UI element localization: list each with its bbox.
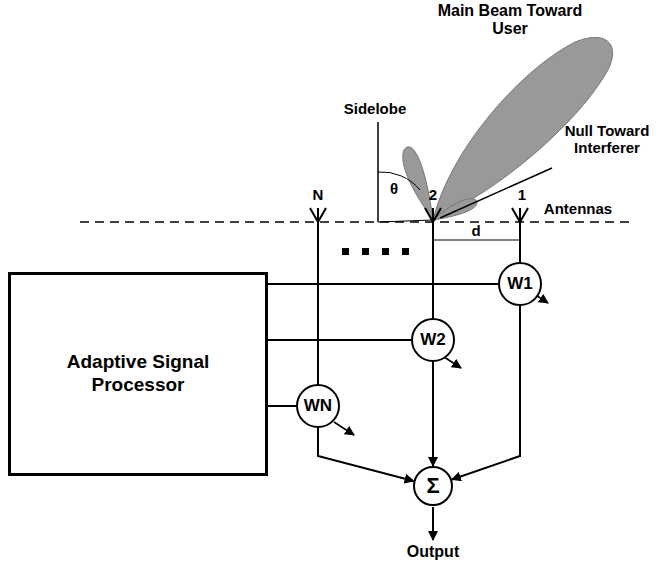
output-arrow [432,507,434,540]
antenna-number: N [308,186,328,203]
beam-label: Main Beam Toward User [425,2,595,39]
processor-box: Adaptive Signal Processor [8,272,268,476]
angle-symbol: θ [386,180,402,197]
node-text: W1 [507,274,533,294]
ellipsis-dots [342,248,409,255]
antennas-label: Antennas [538,200,618,217]
signal-connector [318,428,414,481]
weight-circle: W1 [498,262,542,306]
signal-connector [268,339,411,341]
output-label: Output [393,543,473,561]
node-text: W2 [420,330,446,350]
antenna-number: 1 [512,186,532,203]
node-text: Adaptive Signal Processor [11,351,265,397]
antenna-number: 2 [423,186,443,203]
weight-adjust-arrows [334,290,548,435]
sidelobe-label: Sidelobe [335,100,415,117]
signal-connector [432,362,434,466]
sidelobe [403,147,433,220]
null-line [440,168,552,218]
summer-circle: Σ [413,466,453,506]
signal-connector [268,283,498,285]
theta-arc [378,172,420,190]
feed-lines [318,222,520,385]
spacing-label: d [466,222,486,239]
node-text: WN [304,396,332,416]
weight-circle: W2 [411,318,455,362]
signal-connector [452,306,520,480]
node-text: Σ [426,473,439,499]
signal-connector [268,405,296,407]
weight-circle: WN [296,384,340,428]
null-label: Null Toward Interferer [554,122,660,157]
antenna-symbols [310,208,528,222]
array-baseline [80,221,635,223]
spacing-dimension [433,240,520,241]
